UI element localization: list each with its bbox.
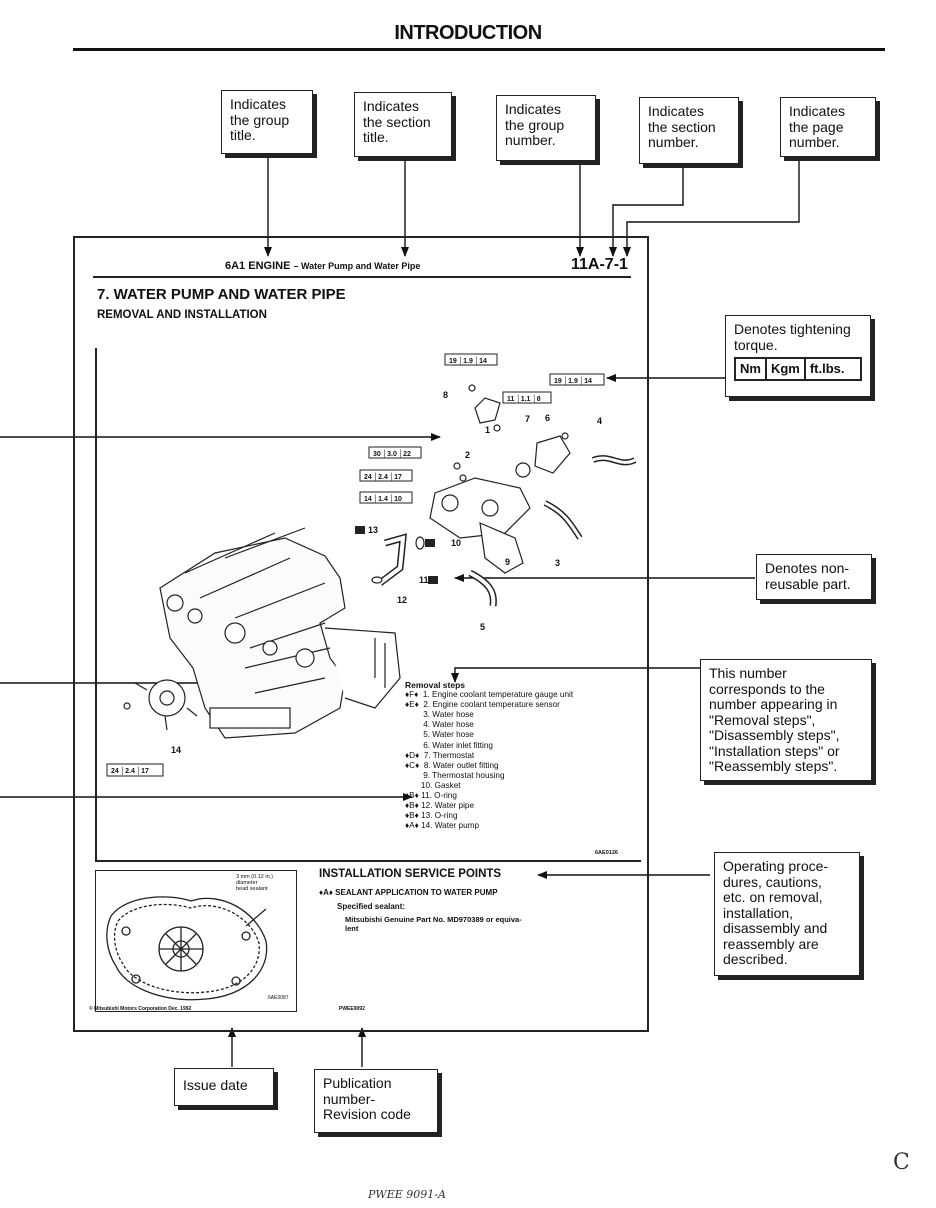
removal-steps-title: Removal steps: [405, 680, 465, 690]
svg-text:11 │1.1 │8: 11 │1.1 │8: [507, 394, 541, 404]
arrow-page-number: [623, 156, 800, 257]
engine-illustration: 19 │1.9 │14 19 │1.9 │14 11 │1.1 │8 30 │3…: [106, 353, 637, 777]
part-label-9: 9: [505, 557, 510, 567]
install-service-title: INSTALLATION SERVICE POINTS: [319, 868, 502, 880]
doc-subtitle: REMOVAL AND INSTALLATION: [97, 309, 267, 321]
corner-mark: C: [893, 1150, 910, 1175]
removal-step: ♦B♦ 13. O-ring: [405, 811, 458, 821]
removal-step: 3. Water hose: [405, 710, 474, 720]
doc-page-number: 11A-7-1: [571, 256, 628, 273]
part-label-10: 10: [451, 538, 461, 548]
part-number-labels: 8 1 7 6 4 2 10 13 11 9 3 12 5 14: [171, 390, 602, 755]
figure-code-1: 6AE0126: [595, 850, 618, 856]
part-label-1: 1: [485, 425, 490, 435]
sealant-part-number: Mitsubishi Genuine Part No. MD970389 or …: [345, 915, 522, 933]
part-label-12: 12: [397, 595, 407, 605]
callout-group-title: Indicates the group title.: [221, 90, 313, 154]
torque-box-3: 11 │1.1 │8: [502, 391, 552, 404]
torque-box-1: 19 │1.9 │14: [444, 353, 498, 366]
manual-page-frame: 6A1 ENGINE – Water Pump and Water Pipe 1…: [73, 236, 649, 1032]
svg-text:14 │1.4 │10: 14 │1.4 │10: [364, 494, 402, 504]
install-service-item: ♦A♦ SEALANT APPLICATION TO WATER PUMP: [319, 888, 498, 897]
removal-step: 5. Water hose: [405, 730, 474, 740]
footer-copyright: © Mitsubishi Motors Corporation Dec. 199…: [89, 1006, 192, 1012]
removal-step: ♦B♦ 11. O-ring: [405, 791, 457, 801]
doc-header-group: 6A1 ENGINE – Water Pump and Water Pipe: [225, 260, 421, 272]
callout-issue-date: Issue date: [174, 1068, 274, 1106]
doc-figure-bottom-rule: [95, 860, 641, 862]
doc-section-title: 7. WATER PUMP AND WATER PIPE: [97, 286, 346, 303]
arrow-section-number: [609, 166, 684, 257]
callout-page-number: Indicates the page number.: [780, 97, 876, 157]
part-label-14: 14: [171, 745, 181, 755]
page-title: INTRODUCTION: [394, 22, 542, 44]
figure-code-2: 6AE0087: [268, 995, 289, 1001]
handwritten-code: PWEE 9091-A: [368, 1188, 446, 1201]
removal-step: ♦B♦ 12. Water pipe: [405, 801, 475, 811]
arrow-steps: [451, 667, 700, 683]
part-label-8: 8: [443, 390, 448, 400]
removal-step: 6. Water inlet fitting: [405, 740, 493, 750]
removal-step: ♦A♦ 14. Water pump: [405, 821, 480, 831]
svg-text:24 │2.4 │17: 24 │2.4 │17: [111, 766, 149, 776]
part-label-3: 3: [555, 558, 560, 568]
footer-publication-code: PWEE9092: [339, 1006, 365, 1012]
specified-sealant-label: Specified sealant:: [337, 902, 406, 911]
removal-step: 10. Gasket: [405, 780, 461, 790]
torque-box-6: 14 │1.4 │10: [359, 491, 413, 504]
removal-step: 9. Thermostat housing: [405, 770, 505, 780]
svg-text:19 │1.9 │14: 19 │1.9 │14: [554, 376, 592, 386]
removal-step: ♦C♦ 8. Water outlet fitting: [405, 760, 499, 770]
bead-note: 3 mm (0.12 in.) diameter bead sealant: [236, 874, 273, 892]
title-rule: [73, 48, 885, 51]
callout-group-number: Indicates the group number.: [496, 95, 596, 161]
torque-box-2: 19 │1.9 │14: [549, 373, 605, 386]
part-label-13: 13: [368, 525, 378, 535]
part-label-6: 6: [545, 413, 550, 423]
svg-text:30 │3.0 │22: 30 │3.0 │22: [373, 449, 411, 459]
nonreusable-markers: [355, 526, 438, 584]
part-label-2: 2: [465, 450, 470, 460]
svg-text:24 │2.4 │17: 24 │2.4 │17: [364, 472, 402, 482]
part-label-5: 5: [480, 622, 485, 632]
removal-step: 4. Water hose: [405, 720, 474, 730]
doc-figure-left-rule: [95, 348, 97, 860]
torque-box-4: 30 │3.0 │22: [368, 446, 422, 459]
water-pump-sealant-illustration: [106, 896, 268, 1001]
callout-nonreusable: Denotes non- reusable part.: [756, 554, 872, 600]
svg-text:19 │1.9 │14: 19 │1.9 │14: [449, 356, 487, 366]
removal-step: ♦F♦ 1. Engine coolant temperature gauge …: [405, 690, 574, 700]
torque-box-7: 24 │2.4 │17: [106, 763, 164, 777]
callout-section-title: Indicates the section title.: [354, 92, 452, 157]
torque-box-5: 24 │2.4 │17: [359, 469, 413, 482]
removal-step: ♦E♦ 2. Engine coolant temperature sensor: [405, 700, 560, 710]
callout-steps-number: This number corresponds to the number ap…: [700, 659, 872, 781]
part-label-11: 11: [419, 575, 429, 585]
doc-header-rule: [93, 276, 631, 278]
callout-service-points: Operating proce- dures, cautions, etc. o…: [714, 852, 860, 976]
part-label-7: 7: [525, 414, 530, 424]
sealant-figure: 3 mm (0.12 in.) diameter bead sealant 6A…: [95, 870, 297, 1012]
part-label-4: 4: [597, 416, 602, 426]
removal-steps: Removal steps ♦F♦ 1. Engine coolant temp…: [405, 680, 573, 831]
removal-step: ♦D♦ 7. Thermostat: [405, 750, 475, 760]
callout-publication: Publication number- Revision code: [314, 1069, 438, 1133]
callout-section-number: Indicates the section number.: [639, 97, 739, 164]
